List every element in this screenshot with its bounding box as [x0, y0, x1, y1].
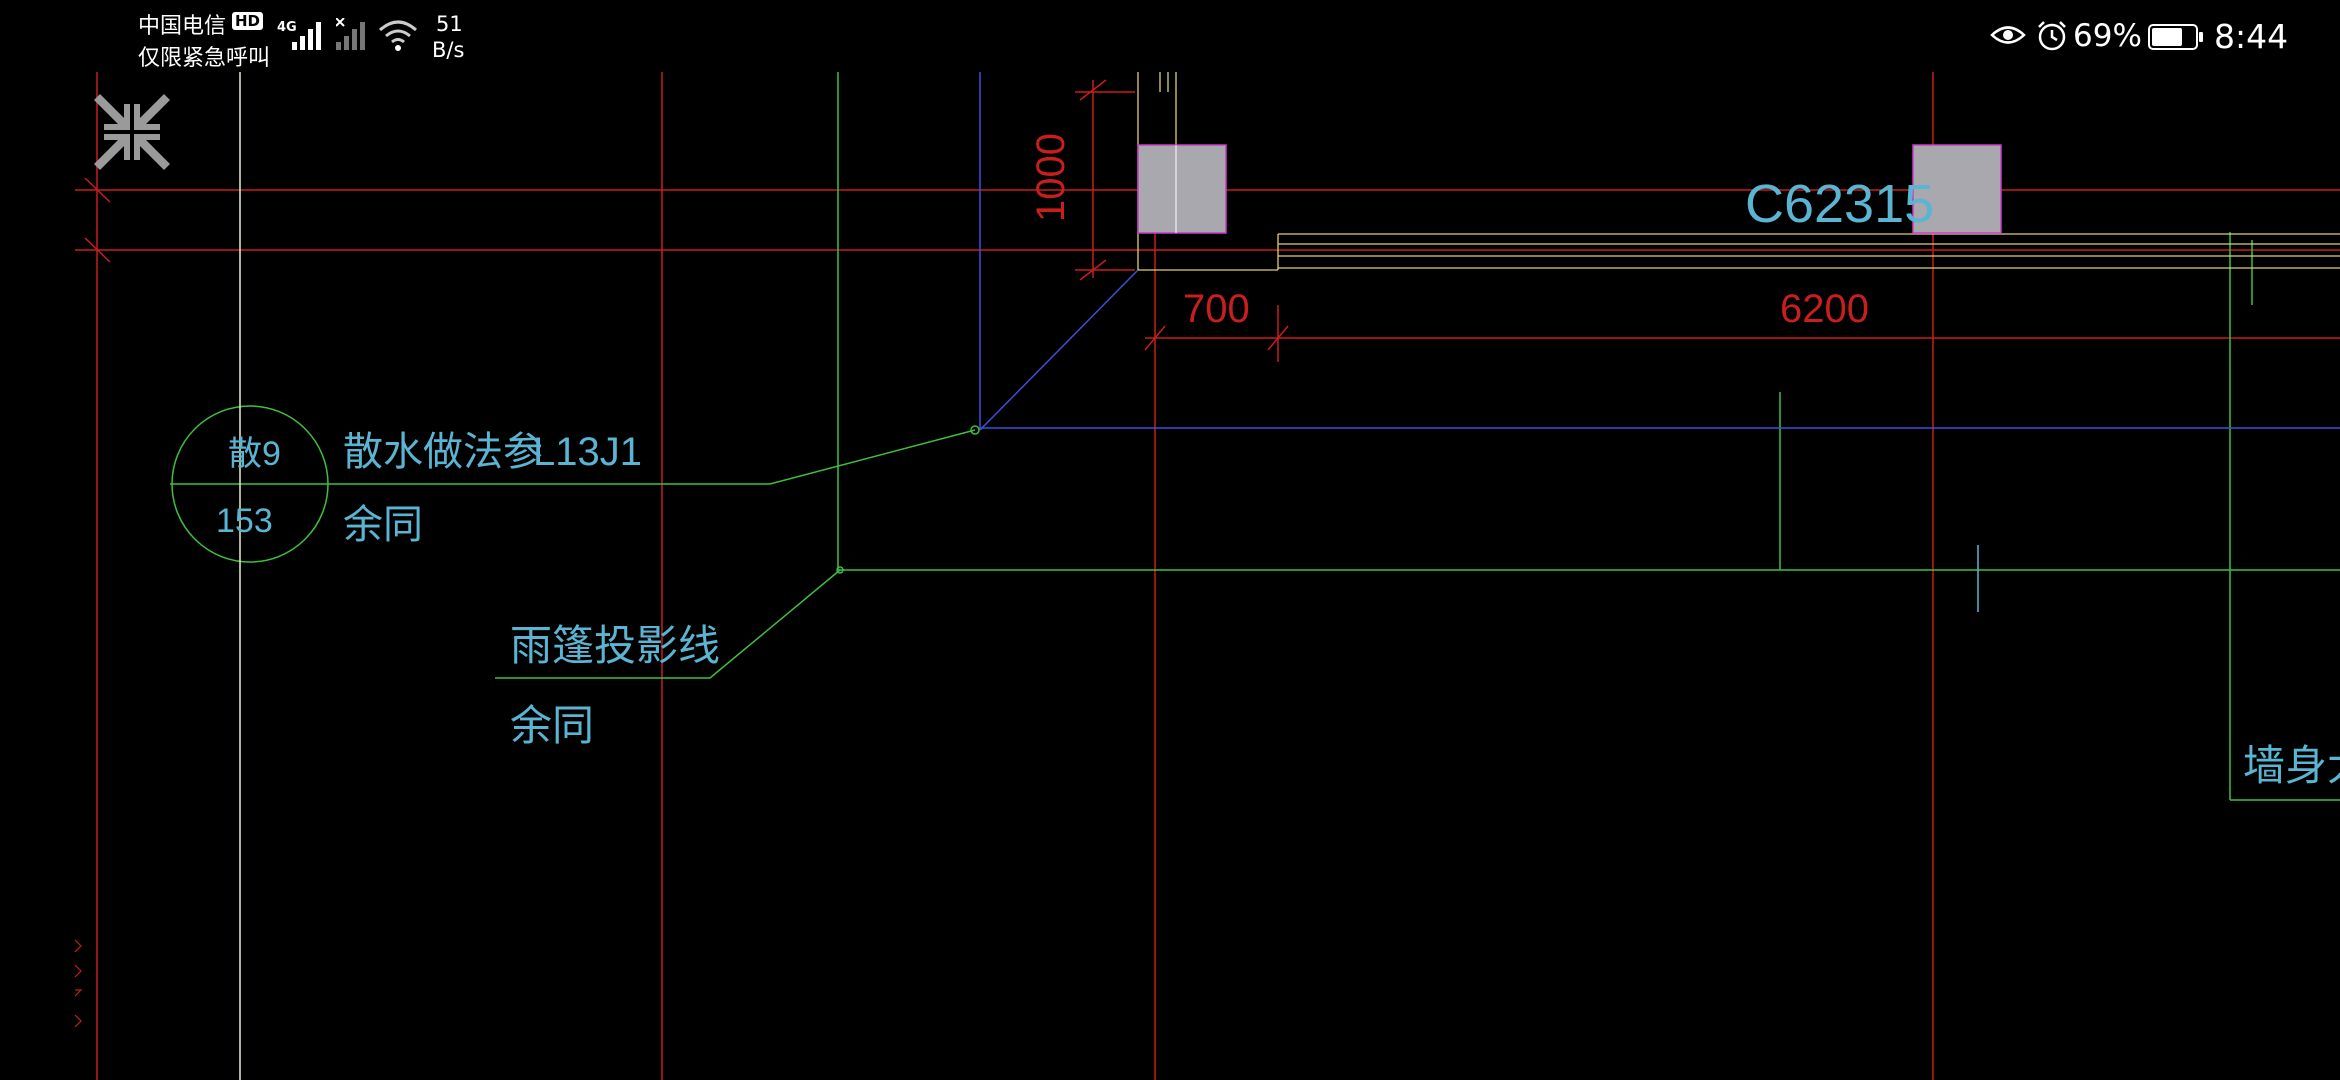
note-apron-ref: L13J1 [533, 430, 642, 474]
wifi-icon [379, 20, 417, 51]
wall-section-label: 墙身大 [2243, 742, 2340, 789]
columns [1137, 144, 2002, 234]
dim-tick-1 [1144, 325, 1166, 351]
detail-circle [171, 405, 329, 563]
note-apron: 散水做法参 [343, 430, 543, 474]
exit-fullscreen-button[interactable] [90, 90, 174, 174]
red-marks-bottom-left [74, 939, 83, 1028]
detail-circle-top: 散9 [228, 435, 281, 473]
column-right [1912, 144, 2002, 234]
wall-lines [1137, 72, 2340, 271]
blue-node [970, 425, 980, 435]
battery-percent: 69% [2073, 18, 2142, 54]
detail-circle-bottom: 153 [216, 502, 273, 540]
note-canopy: 雨篷投影线 [510, 622, 720, 669]
dimension-label-700: 700 [1183, 287, 1250, 331]
net-speed-unit: B/s [432, 38, 465, 62]
net-speed-value: 51 [436, 12, 463, 36]
collapse-arrows-icon [94, 94, 170, 170]
signal-icon [292, 22, 321, 50]
leader-canopy [495, 569, 841, 679]
no-signal-icon [336, 18, 365, 50]
tick-h2 [84, 237, 111, 263]
note-same-2: 余同 [510, 702, 594, 749]
column-left [1137, 144, 1227, 234]
blue-diagonal [979, 269, 1139, 431]
dim-vtick-1 [1079, 79, 1107, 101]
note-same-1: 余同 [343, 503, 423, 547]
carrier-name: 中国电信 [138, 14, 227, 39]
battery-icon [2148, 24, 2203, 50]
leader-apron [170, 429, 976, 485]
emergency-call-text: 仅限紧急呼叫 [138, 46, 271, 71]
network-type: 4G [277, 20, 297, 35]
dimension-label-1000: 1000 [1029, 133, 1073, 222]
leader-dot-canopy [836, 566, 844, 574]
eye-icon [1990, 26, 2026, 44]
window-code-label: C62315 [1745, 174, 1934, 234]
tick-h1 [84, 177, 111, 203]
alarm-icon [2038, 21, 2066, 51]
green-lines [170, 72, 2340, 801]
blue-lines [970, 72, 2340, 435]
hd-badge: HD [232, 12, 264, 30]
dimension-label-6200: 6200 [1780, 287, 1869, 331]
clock-time: 8:44 [2214, 17, 2289, 56]
status-bar: 中国电信 HD 仅限紧急呼叫 4G 51 B/s 69% 8:44 [0, 0, 2340, 72]
